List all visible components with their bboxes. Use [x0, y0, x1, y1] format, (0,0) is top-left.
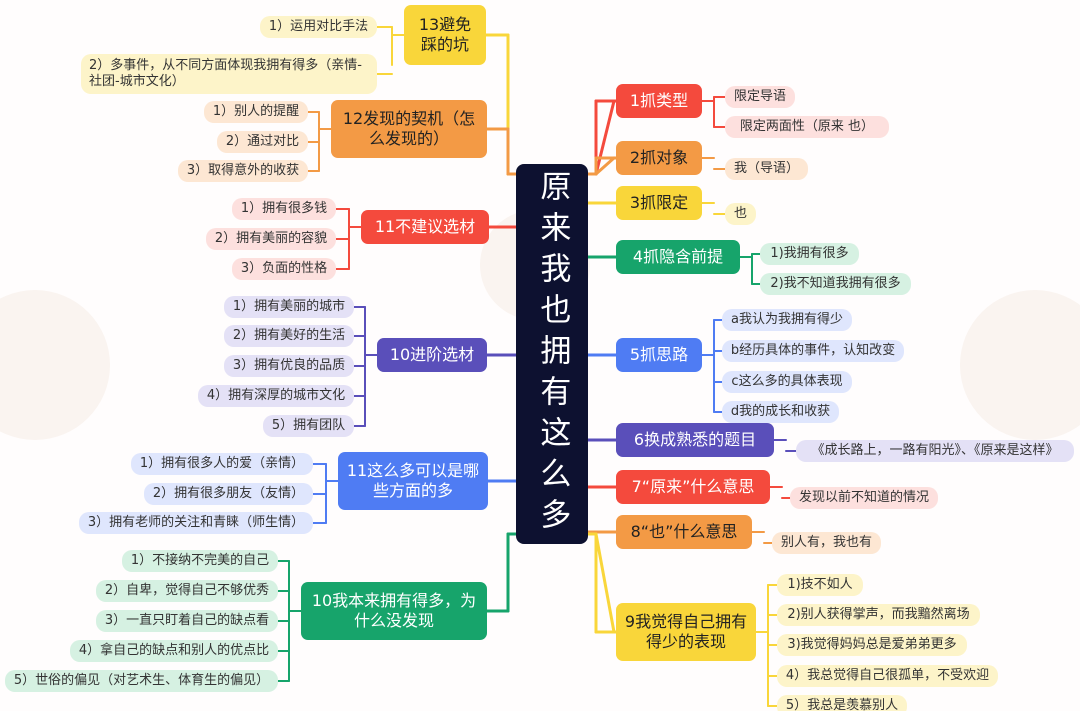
right-branch-5[interactable]: 5抓思路 [616, 338, 702, 372]
left-branch-6-leaf: 2）自卑，觉得自己不够优秀 [96, 580, 278, 602]
right-branch-1[interactable]: 1抓类型 [616, 84, 702, 118]
left-branch-5-leaf: 1）拥有很多人的爱（亲情） [131, 453, 313, 475]
right-branch-5-leaf: c这么多的具体表现 [722, 371, 852, 393]
left-branch-3[interactable]: 11不建议选材 [361, 210, 489, 244]
right-branch-4[interactable]: 4抓隐含前提 [616, 240, 740, 274]
right-branch-3[interactable]: 3抓限定 [616, 186, 702, 220]
left-branch-2-leaf: 2）通过对比 [217, 131, 308, 153]
left-branch-4-leaf: 4）拥有深厚的城市文化 [198, 385, 354, 407]
right-branch-5-leaf: b经历具体的事件，认知改变 [722, 340, 904, 362]
left-branch-6-leaf: 5）世俗的偏见（对艺术生、体育生的偏见） [5, 670, 278, 692]
right-branch-9-leaf: 2)别人获得掌声，而我黯然离场 [777, 604, 980, 626]
right-branch-6[interactable]: 6换成熟悉的题目 [616, 423, 774, 457]
right-branch-8-leaf: 别人有，我也有 [772, 532, 881, 554]
left-branch-6-leaf: 4）拿自己的缺点和别人的优点比 [70, 640, 278, 662]
right-branch-2-leaf: 我（导语） [725, 158, 808, 180]
left-branch-1[interactable]: 13避免踩的坑 [404, 5, 486, 65]
left-branch-2-leaf: 1）别人的提醒 [204, 101, 308, 123]
right-branch-5-leaf: d我的成长和收获 [722, 401, 839, 423]
left-branch-5-leaf: 3）拥有老师的关注和青睐（师生情） [79, 512, 313, 534]
right-branch-7-leaf: 发现以前不知道的情况 [790, 487, 938, 509]
center-topic[interactable]: 原来我也拥有这么多 [516, 164, 588, 544]
left-branch-3-leaf: 1）拥有很多钱 [232, 198, 336, 220]
right-branch-9-leaf: 1)技不如人 [777, 574, 863, 596]
right-branch-6-leaf: 《成长路上，一路有阳光》、《原来是这样》 [796, 440, 1074, 462]
left-branch-4-leaf: 3）拥有优良的品质 [224, 355, 354, 377]
background-avatar-right [960, 290, 1080, 440]
right-branch-9-leaf: 4）我总觉得自己很孤单，不受欢迎 [777, 665, 998, 687]
right-branch-1-leaf: 限定导语 [725, 86, 795, 108]
right-branch-5-leaf: a我认为我拥有得少 [722, 309, 852, 331]
left-branch-1-leaf: 2）多事件，从不同方面体现我拥有得多（亲情-社团-城市文化） [81, 54, 377, 94]
right-branch-3-leaf: 也 [725, 203, 756, 225]
right-branch-1-leaf: 限定两面性（原来 也） [725, 116, 889, 138]
left-branch-4-leaf: 5）拥有团队 [263, 415, 354, 437]
left-branch-4[interactable]: 10进阶选材 [377, 338, 487, 372]
left-branch-5[interactable]: 11这么多可以是哪些方面的多 [338, 452, 488, 510]
left-branch-4-leaf: 2）拥有美好的生活 [224, 325, 354, 347]
left-branch-6[interactable]: 10我本来拥有得多，为什么没发现 [301, 582, 487, 640]
right-branch-9[interactable]: 9我觉得自己拥有得少的表现 [616, 603, 756, 661]
left-branch-4-leaf: 1）拥有美丽的城市 [224, 296, 354, 318]
left-branch-6-leaf: 3）一直只盯着自己的缺点看 [96, 610, 278, 632]
right-branch-2[interactable]: 2抓对象 [616, 141, 702, 175]
left-branch-5-leaf: 2）拥有很多朋友（友情） [144, 483, 313, 505]
right-branch-9-leaf: 5）我总是羡慕别人 [777, 695, 907, 711]
left-branch-3-leaf: 3）负面的性格 [232, 258, 336, 280]
right-branch-7[interactable]: 7“原来”什么意思 [616, 470, 770, 504]
right-branch-9-leaf: 3)我觉得妈妈总是爱弟弟更多 [777, 634, 967, 656]
left-branch-2-leaf: 3）取得意外的收获 [178, 160, 308, 182]
left-branch-3-leaf: 2）拥有美丽的容貌 [206, 228, 336, 250]
right-branch-8[interactable]: 8“也”什么意思 [616, 515, 752, 549]
right-branch-4-leaf: 2)我不知道我拥有很多 [760, 273, 911, 295]
left-branch-2[interactable]: 12发现的契机（怎么发现的） [331, 100, 487, 158]
right-branch-4-leaf: 1)我拥有很多 [760, 243, 859, 265]
left-branch-1-leaf: 1）运用对比手法 [260, 16, 377, 38]
left-branch-6-leaf: 1）不接纳不完美的自己 [122, 550, 278, 572]
